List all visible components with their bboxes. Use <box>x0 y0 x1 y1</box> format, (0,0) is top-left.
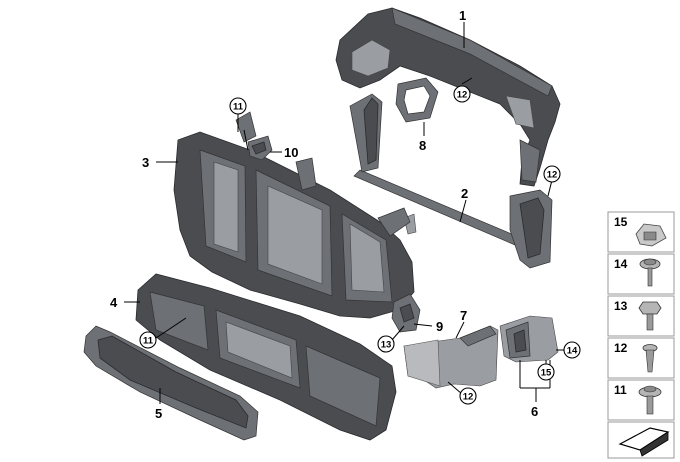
part-6-side-duct <box>499 315 559 363</box>
circled-callout-12-upper: 12 <box>453 85 471 103</box>
torx-screw-icon <box>639 258 661 287</box>
circled-callout-13: 13 <box>377 335 395 353</box>
part-1-upper-carrier <box>335 7 561 187</box>
svg-text:12: 12 <box>457 90 468 101</box>
svg-text:15: 15 <box>541 368 552 379</box>
legend-row-14: 14 <box>607 253 675 295</box>
svg-text:15: 15 <box>614 215 628 229</box>
legend-row-11: 11 <box>607 379 675 421</box>
circled-callout-12-bottom: 12 <box>459 387 477 405</box>
callout-9: 9 <box>436 319 443 334</box>
callout-3: 3 <box>142 155 149 170</box>
part-7-air-duct <box>403 325 499 389</box>
circled-callout-11-top: 11 <box>229 97 247 115</box>
callout-4: 4 <box>110 295 118 310</box>
expanding-rivet-icon <box>642 344 658 373</box>
legend-row-15: 15 <box>607 211 675 253</box>
part-9-mount-bracket <box>391 293 421 333</box>
part-10-bracket <box>247 135 273 161</box>
svg-text:12: 12 <box>463 392 474 403</box>
svg-text:13: 13 <box>614 299 628 313</box>
callout-10: 10 <box>284 145 298 160</box>
callout-labels: 1 2 3 4 5 6 7 8 9 10 <box>110 8 538 421</box>
svg-text:13: 13 <box>381 340 392 351</box>
callout-8: 8 <box>419 138 426 153</box>
fastener-legend: 15 14 13 12 <box>607 211 675 459</box>
circled-callouts: 11 11 12 12 12 13 14 15 <box>139 85 581 405</box>
svg-text:14: 14 <box>567 346 578 357</box>
svg-text:11: 11 <box>233 102 244 113</box>
part-5-grille-strip <box>83 325 259 441</box>
callout-5: 5 <box>155 406 162 421</box>
clip-nut-icon <box>635 223 667 247</box>
svg-text:11: 11 <box>143 336 154 347</box>
part-8-ring-bracket <box>395 77 439 123</box>
legend-row-13: 13 <box>607 295 675 337</box>
flange-screw-icon <box>638 385 662 415</box>
legend-row-12: 12 <box>607 337 675 379</box>
svg-text:12: 12 <box>614 341 628 355</box>
svg-text:14: 14 <box>614 257 628 271</box>
part-4-air-guide <box>135 273 397 441</box>
callout-2: 2 <box>461 186 468 201</box>
circled-callout-12-right: 12 <box>543 165 561 183</box>
callout-7: 7 <box>460 308 467 323</box>
circled-callout-14: 14 <box>563 341 581 359</box>
circled-callout-15: 15 <box>537 363 555 381</box>
svg-text:11: 11 <box>614 383 627 397</box>
callout-6: 6 <box>531 404 538 419</box>
circled-callout-11-lower: 11 <box>139 331 157 349</box>
part-2-lower-frame <box>349 93 553 269</box>
diagram-reference-icon <box>607 421 675 459</box>
svg-text:12: 12 <box>547 170 558 181</box>
hex-bolt-icon <box>638 301 662 331</box>
part-3-front-end-carrier <box>173 111 415 319</box>
callout-1: 1 <box>459 8 466 23</box>
